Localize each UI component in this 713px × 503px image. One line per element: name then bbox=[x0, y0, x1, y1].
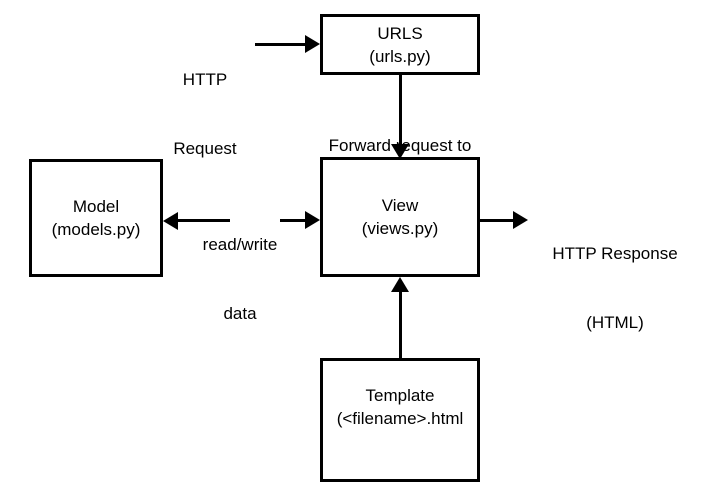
arrow-view-to-response-line bbox=[480, 219, 513, 222]
node-model[interactable]: Model (models.py) bbox=[29, 159, 163, 277]
node-template-title: Template bbox=[365, 386, 435, 405]
node-template[interactable]: Template (<filename>.html bbox=[320, 358, 480, 482]
arrow-urls-to-view-head-icon bbox=[391, 144, 409, 159]
node-view-title: View bbox=[381, 196, 419, 215]
node-view[interactable]: View (views.py) bbox=[320, 157, 480, 277]
http-response-line-1: HTTP Response bbox=[552, 244, 678, 263]
read-write-line-1: read/write bbox=[202, 235, 278, 254]
arrow-request-to-urls-line bbox=[255, 43, 305, 46]
http-response-line-2: (HTML) bbox=[586, 313, 644, 332]
node-model-title: Model bbox=[72, 197, 120, 216]
arrow-template-to-view-line bbox=[399, 292, 402, 358]
arrow-template-to-view-head-icon bbox=[391, 277, 409, 292]
node-urls-title: URLS bbox=[377, 23, 423, 43]
node-view-file: (views.py) bbox=[361, 219, 439, 238]
http-request-line-2: Request bbox=[173, 139, 237, 158]
http-response-label: HTTP Response (HTML) bbox=[530, 196, 700, 380]
arrow-urls-to-view-line bbox=[399, 75, 402, 147]
read-write-line-2: data bbox=[223, 304, 257, 323]
node-template-file: (<filename>.html bbox=[336, 409, 464, 428]
arrow-view-to-response-head-icon bbox=[513, 211, 528, 229]
node-urls[interactable]: URLS (urls.py) bbox=[320, 14, 480, 75]
forward-request-line-1: Forward request to bbox=[328, 136, 472, 155]
node-model-file: (models.py) bbox=[51, 220, 141, 239]
arrow-view-to-model-head-icon bbox=[163, 212, 178, 230]
http-request-line-1: HTTP bbox=[182, 70, 228, 89]
arrow-model-to-view-head-icon bbox=[305, 211, 320, 229]
arrow-request-to-urls-head-icon bbox=[305, 35, 320, 53]
node-urls-file: (urls.py) bbox=[369, 46, 431, 66]
arrow-view-to-model-line bbox=[178, 219, 230, 222]
http-request-label: HTTP Request bbox=[155, 22, 255, 206]
arrow-model-to-view-line bbox=[280, 219, 305, 222]
read-write-data-label: read/write data bbox=[195, 187, 285, 371]
